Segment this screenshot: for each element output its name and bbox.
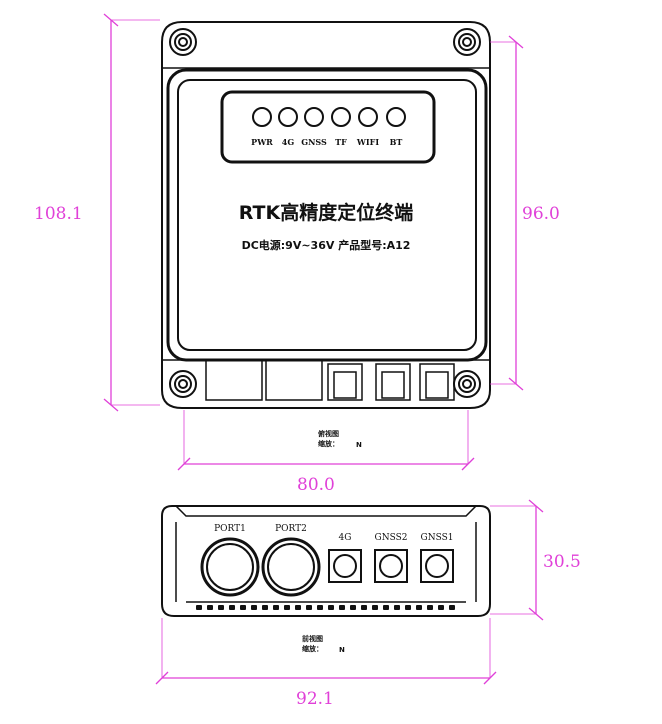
port1-label: PORT1 xyxy=(214,524,246,534)
led-4g xyxy=(278,107,298,127)
dim-width-body: 80.0 xyxy=(297,475,335,495)
mount-hole-tr xyxy=(453,28,481,56)
front-view xyxy=(161,505,491,617)
mount-hole-br xyxy=(453,370,481,398)
led-label-pwr: PWR xyxy=(251,137,273,147)
port1-connector xyxy=(200,537,260,597)
cell-connector xyxy=(328,549,362,583)
led-label-4g: 4G xyxy=(282,137,295,147)
gnss1-connector xyxy=(420,549,454,583)
gnss1-label: GNSS1 xyxy=(421,533,454,543)
gnss2-label: GNSS2 xyxy=(375,533,408,543)
front-vents xyxy=(196,605,455,610)
side-view-caption-2: 缩放： xyxy=(302,644,323,653)
led-label-tf: TF xyxy=(335,137,347,147)
dim-height-total: 108.1 xyxy=(34,204,83,224)
front-enclosure xyxy=(161,505,491,617)
led-wifi xyxy=(358,107,378,127)
connector-stub-4 xyxy=(375,363,411,401)
led-pwr xyxy=(252,107,272,127)
top-view-caption-mark: N xyxy=(356,441,362,449)
connector-stub-3 xyxy=(327,363,363,401)
top-view xyxy=(161,21,491,409)
led-tf xyxy=(331,107,351,127)
led-label-gnss: GNSS xyxy=(301,137,327,147)
enclosure-outline xyxy=(161,21,491,409)
dimension-lines-front xyxy=(155,499,544,685)
lid-outer xyxy=(166,68,488,362)
connector-stub-2 xyxy=(265,359,323,401)
top-view-caption-1: 俯视图 xyxy=(318,429,339,438)
device-title: RTK高精度定位终端 xyxy=(239,201,413,224)
side-view-caption-1: 前视图 xyxy=(302,634,323,643)
dimension-lines-top xyxy=(103,13,524,471)
led-bt xyxy=(386,107,406,127)
led-gnss xyxy=(304,107,324,127)
led-label-wifi: WIFI xyxy=(356,137,379,147)
connector-stub-5 xyxy=(419,363,455,401)
port2-label: PORT2 xyxy=(275,524,307,534)
dim-width-total: 92.1 xyxy=(296,689,334,709)
side-view-caption-mark: N xyxy=(339,646,345,654)
port2-connector xyxy=(261,537,321,597)
gnss2-connector xyxy=(374,549,408,583)
cell-label: 4G xyxy=(339,533,352,543)
device-spec: DC电源:9V~36V 产品型号:A12 xyxy=(242,238,411,252)
dim-height-body: 96.0 xyxy=(522,204,560,224)
lid-inner xyxy=(177,79,477,351)
mount-hole-tl xyxy=(169,28,197,56)
mount-hole-bl xyxy=(169,370,197,398)
dim-depth: 30.5 xyxy=(543,552,581,572)
led-window xyxy=(220,90,436,164)
led-label-bt: BT xyxy=(390,137,403,147)
connector-stub-1 xyxy=(205,359,263,401)
top-view-caption-2: 缩放： xyxy=(318,439,339,448)
